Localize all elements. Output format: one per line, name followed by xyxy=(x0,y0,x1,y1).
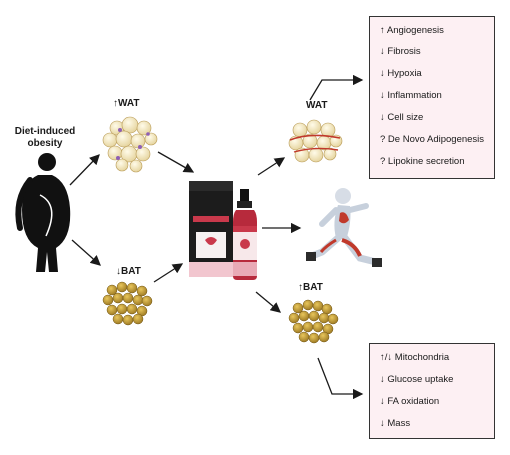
bat-increase-label: ↑BAT xyxy=(298,282,323,293)
bat-cluster-right-icon xyxy=(288,299,339,344)
bat-effect-item: ↓ FA oxidation xyxy=(380,396,440,407)
bat-cluster-left-icon xyxy=(102,281,153,326)
arrow-supplement-to-wat xyxy=(257,157,286,176)
wat-effects-box: ↑ Angiogenesis ↓ Fibrosis ↓ Hypoxia ↓ In… xyxy=(369,16,495,179)
runner-icon xyxy=(306,188,382,267)
wat-cluster-left-icon xyxy=(102,116,158,173)
supplement-product-icon xyxy=(189,181,257,280)
obese-person-icon xyxy=(15,153,71,272)
wat-increase-label: ↑WAT xyxy=(113,98,140,109)
wat-effect-item: ↓ Inflammation xyxy=(380,90,442,101)
wat-effect-item: ↓ Fibrosis xyxy=(380,46,421,57)
arrow-obesity-to-bat xyxy=(71,239,101,266)
arrow-wat-to-supplement xyxy=(157,151,195,173)
bat-effect-item: ↑/↓ Mitochondria xyxy=(380,352,450,363)
wat-effect-item: ↓ Hypoxia xyxy=(380,68,422,79)
condition-label: Diet-induced obesity xyxy=(14,126,76,149)
wat-cluster-right-icon xyxy=(288,119,343,163)
arrow-bat-to-effects xyxy=(317,357,364,400)
arrow-supplement-to-bat xyxy=(255,291,281,313)
arrow-wat-to-effects xyxy=(309,74,364,101)
wat-effect-item: ↓ Cell size xyxy=(380,112,424,123)
wat-effect-item: ↑ Angiogenesis xyxy=(380,25,444,36)
wat-right-label: WAT xyxy=(306,100,328,111)
bat-decrease-label: ↓BAT xyxy=(116,266,141,277)
bat-effects-box: ↑/↓ Mitochondria ↓ Glucose uptake ↓ FA o… xyxy=(369,343,495,439)
arrow-bat-to-supplement xyxy=(153,263,184,283)
bat-effect-item: ↓ Mass xyxy=(380,418,411,429)
bat-effect-item: ↓ Glucose uptake xyxy=(380,374,454,385)
wat-effect-item: ? De Novo Adipogenesis xyxy=(380,134,485,145)
arrow-obesity-to-wat xyxy=(69,154,100,186)
wat-effect-item: ? Lipokine secretion xyxy=(380,156,465,167)
